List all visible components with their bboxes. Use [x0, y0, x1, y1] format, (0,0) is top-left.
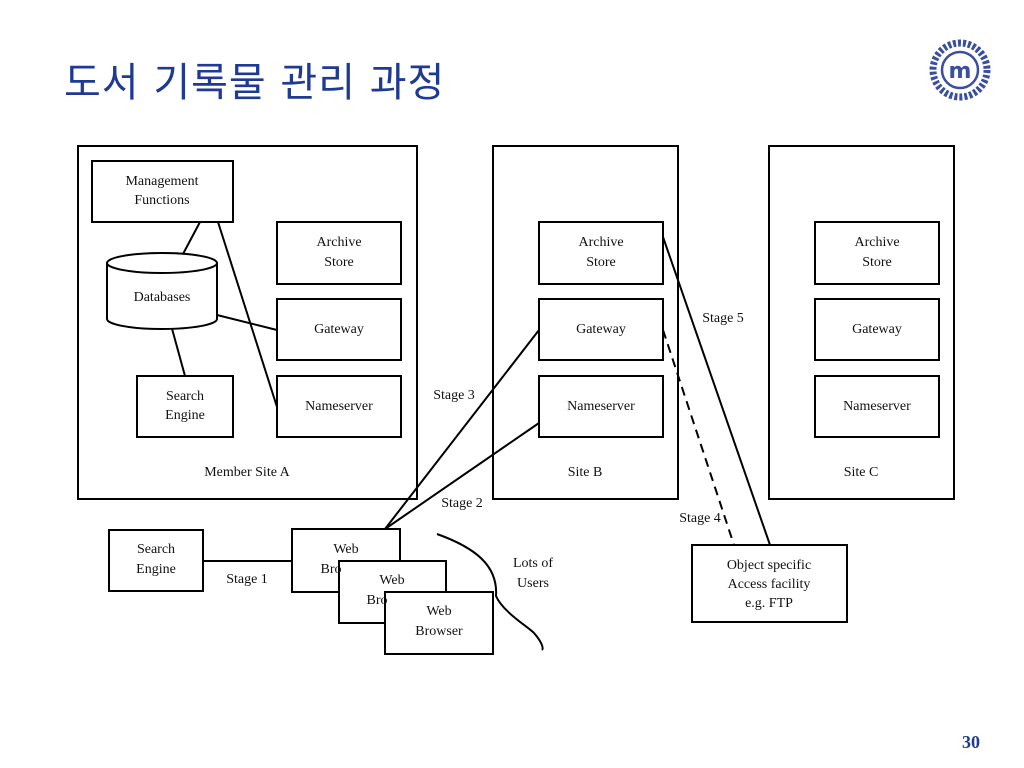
- site-b-label: Site B: [568, 465, 603, 480]
- gateway-b-box: [538, 298, 664, 361]
- archive-store-b-label-2: Store: [586, 255, 616, 270]
- management-functions-label-2: Functions: [134, 193, 189, 208]
- site-b-box: [492, 145, 679, 500]
- stage5-link: [662, 236, 771, 546]
- management-databases-link: [182, 221, 201, 255]
- access-facility-label-2: Access facility: [728, 577, 811, 592]
- page-number: 30: [962, 732, 980, 752]
- institution-emblem-icon: m: [929, 39, 991, 101]
- access-facility-label-1: Object specific: [727, 558, 811, 573]
- databases-cylinder: [106, 263, 218, 330]
- stage4-link: [662, 329, 735, 546]
- archive-store-a-box: [276, 221, 402, 285]
- gateway-a-label: Gateway: [314, 322, 364, 337]
- web-browser-2-label-1: Web: [379, 573, 404, 588]
- search-engine-a-label-1: Search: [166, 389, 204, 404]
- site-a-box: [77, 145, 418, 500]
- web-browser-1-label-2: Bro: [321, 562, 342, 577]
- stage2-label: Stage 2: [441, 496, 483, 511]
- management-functions-label-1: Management: [125, 174, 198, 189]
- nameserver-b-box: [538, 375, 664, 438]
- logo-letter: m: [949, 59, 972, 84]
- archive-store-c-box: [814, 221, 940, 285]
- archive-store-b-label-1: Archive: [578, 235, 623, 250]
- stage2-link: [384, 422, 540, 530]
- stage4-label: Stage 4: [679, 511, 721, 526]
- site-c-box: [768, 145, 955, 500]
- management-functions-box: [91, 160, 234, 223]
- archive-store-a-label-2: Store: [324, 255, 354, 270]
- stage3-label: Stage 3: [433, 388, 475, 403]
- client-search-engine-label-1: Search: [137, 542, 175, 557]
- archive-store-c-label-2: Store: [862, 255, 892, 270]
- web-browser-3-label-1: Web: [426, 604, 451, 619]
- access-facility-label-3: e.g. FTP: [745, 596, 793, 611]
- nameserver-a-label: Nameserver: [305, 399, 373, 414]
- site-a-label: Member Site A: [204, 465, 290, 480]
- web-browser-2-label-2: Bro: [367, 593, 388, 608]
- slide-title: 도서 기록물 관리 과정: [64, 60, 446, 106]
- web-browser-box-3: [384, 591, 494, 655]
- management-nameserver-link: [217, 221, 278, 408]
- databases-search-link: [170, 324, 186, 377]
- stage1-label: Stage 1: [226, 572, 268, 587]
- nameserver-c-box: [814, 375, 940, 438]
- web-browser-3-label-2: Browser: [415, 624, 463, 639]
- users-brace: [436, 533, 544, 651]
- archive-store-c-label-1: Archive: [854, 235, 899, 250]
- archive-store-b-box: [538, 221, 664, 285]
- databases-label: Databases: [134, 290, 191, 305]
- gateway-c-box: [814, 298, 940, 361]
- client-search-engine-label-2: Engine: [136, 562, 176, 577]
- databases-gateway-link: [216, 314, 278, 331]
- gateway-b-label: Gateway: [576, 322, 626, 337]
- search-engine-a-label-2: Engine: [165, 408, 205, 423]
- nameserver-b-label: Nameserver: [567, 399, 635, 414]
- nameserver-c-label: Nameserver: [843, 399, 911, 414]
- site-c-label: Site C: [844, 465, 879, 480]
- stage5-label: Stage 5: [702, 311, 744, 326]
- users-label-2: Users: [517, 576, 549, 591]
- client-search-engine-box: [108, 529, 204, 592]
- search-engine-a-box: [136, 375, 234, 438]
- stage3-link: [384, 329, 540, 530]
- gateway-c-label: Gateway: [852, 322, 902, 337]
- archive-store-a-label-1: Archive: [316, 235, 361, 250]
- users-label-1: Lots of: [513, 556, 553, 571]
- web-browser-1-label-1: Web: [333, 542, 358, 557]
- databases-cylinder-top: [106, 252, 218, 274]
